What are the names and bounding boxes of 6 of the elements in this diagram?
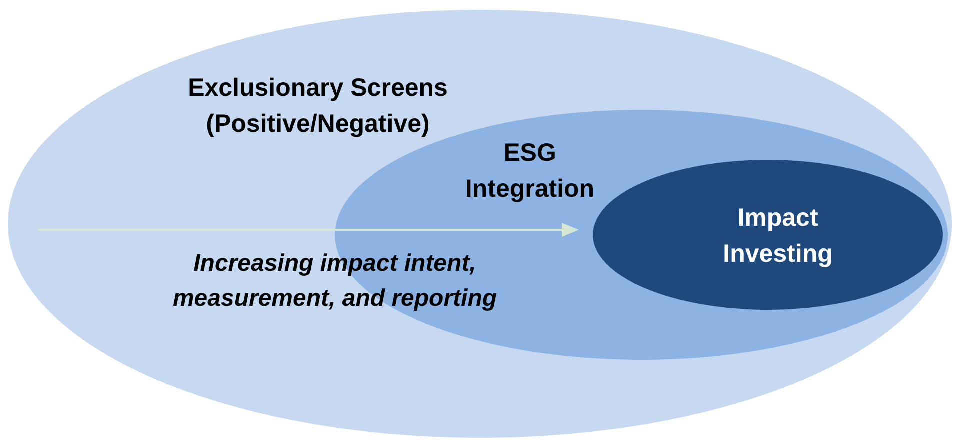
ellipse-label: Impact Investing <box>722 203 834 270</box>
direction-note: Increasing impact intent, measurement, and reporting <box>172 249 498 314</box>
ellipse-label: ESG Integration <box>464 138 596 205</box>
inner-ellipse <box>593 160 943 310</box>
ellipse-label: Exclusionary Screens (Positive/Negative) <box>187 73 449 140</box>
outer-ellipse <box>8 10 952 438</box>
